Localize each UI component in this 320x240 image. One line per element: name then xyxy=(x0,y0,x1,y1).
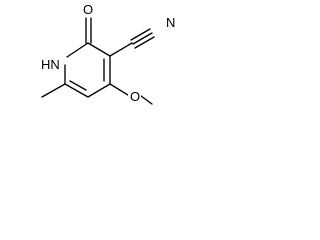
oxo-oxygen-label: O xyxy=(83,2,93,17)
ring-nitrogen-label: HN xyxy=(41,57,60,72)
bond-cn-triple-b xyxy=(132,32,153,45)
bond-c2-c3 xyxy=(87,42,111,57)
bond-cn-triple-a xyxy=(130,28,151,41)
bond-c5-c6 xyxy=(64,83,89,98)
ring-nitrogen-label-bg xyxy=(40,57,64,72)
nitrile-nitrogen-label: N xyxy=(166,15,175,30)
bond-c5-c6-inner xyxy=(69,80,87,91)
bond-c3-cn xyxy=(109,42,133,57)
methoxy-oxygen-label: O xyxy=(130,89,140,104)
oxo-oxygen-label-bg xyxy=(81,2,94,17)
bond-c4-c5 xyxy=(87,83,111,98)
bond-cn-triple-c xyxy=(134,36,155,49)
bond-n1-c2 xyxy=(66,42,89,58)
methoxy-oxygen-label-bg xyxy=(128,89,141,104)
bond-c6-ch3 xyxy=(41,83,66,98)
nitrile-nitrogen-label-bg xyxy=(164,15,177,30)
bond-c4-ome xyxy=(109,83,129,96)
bond-o-ch3 xyxy=(140,95,153,105)
chemical-structure-diagram: O HN N O xyxy=(40,2,177,105)
